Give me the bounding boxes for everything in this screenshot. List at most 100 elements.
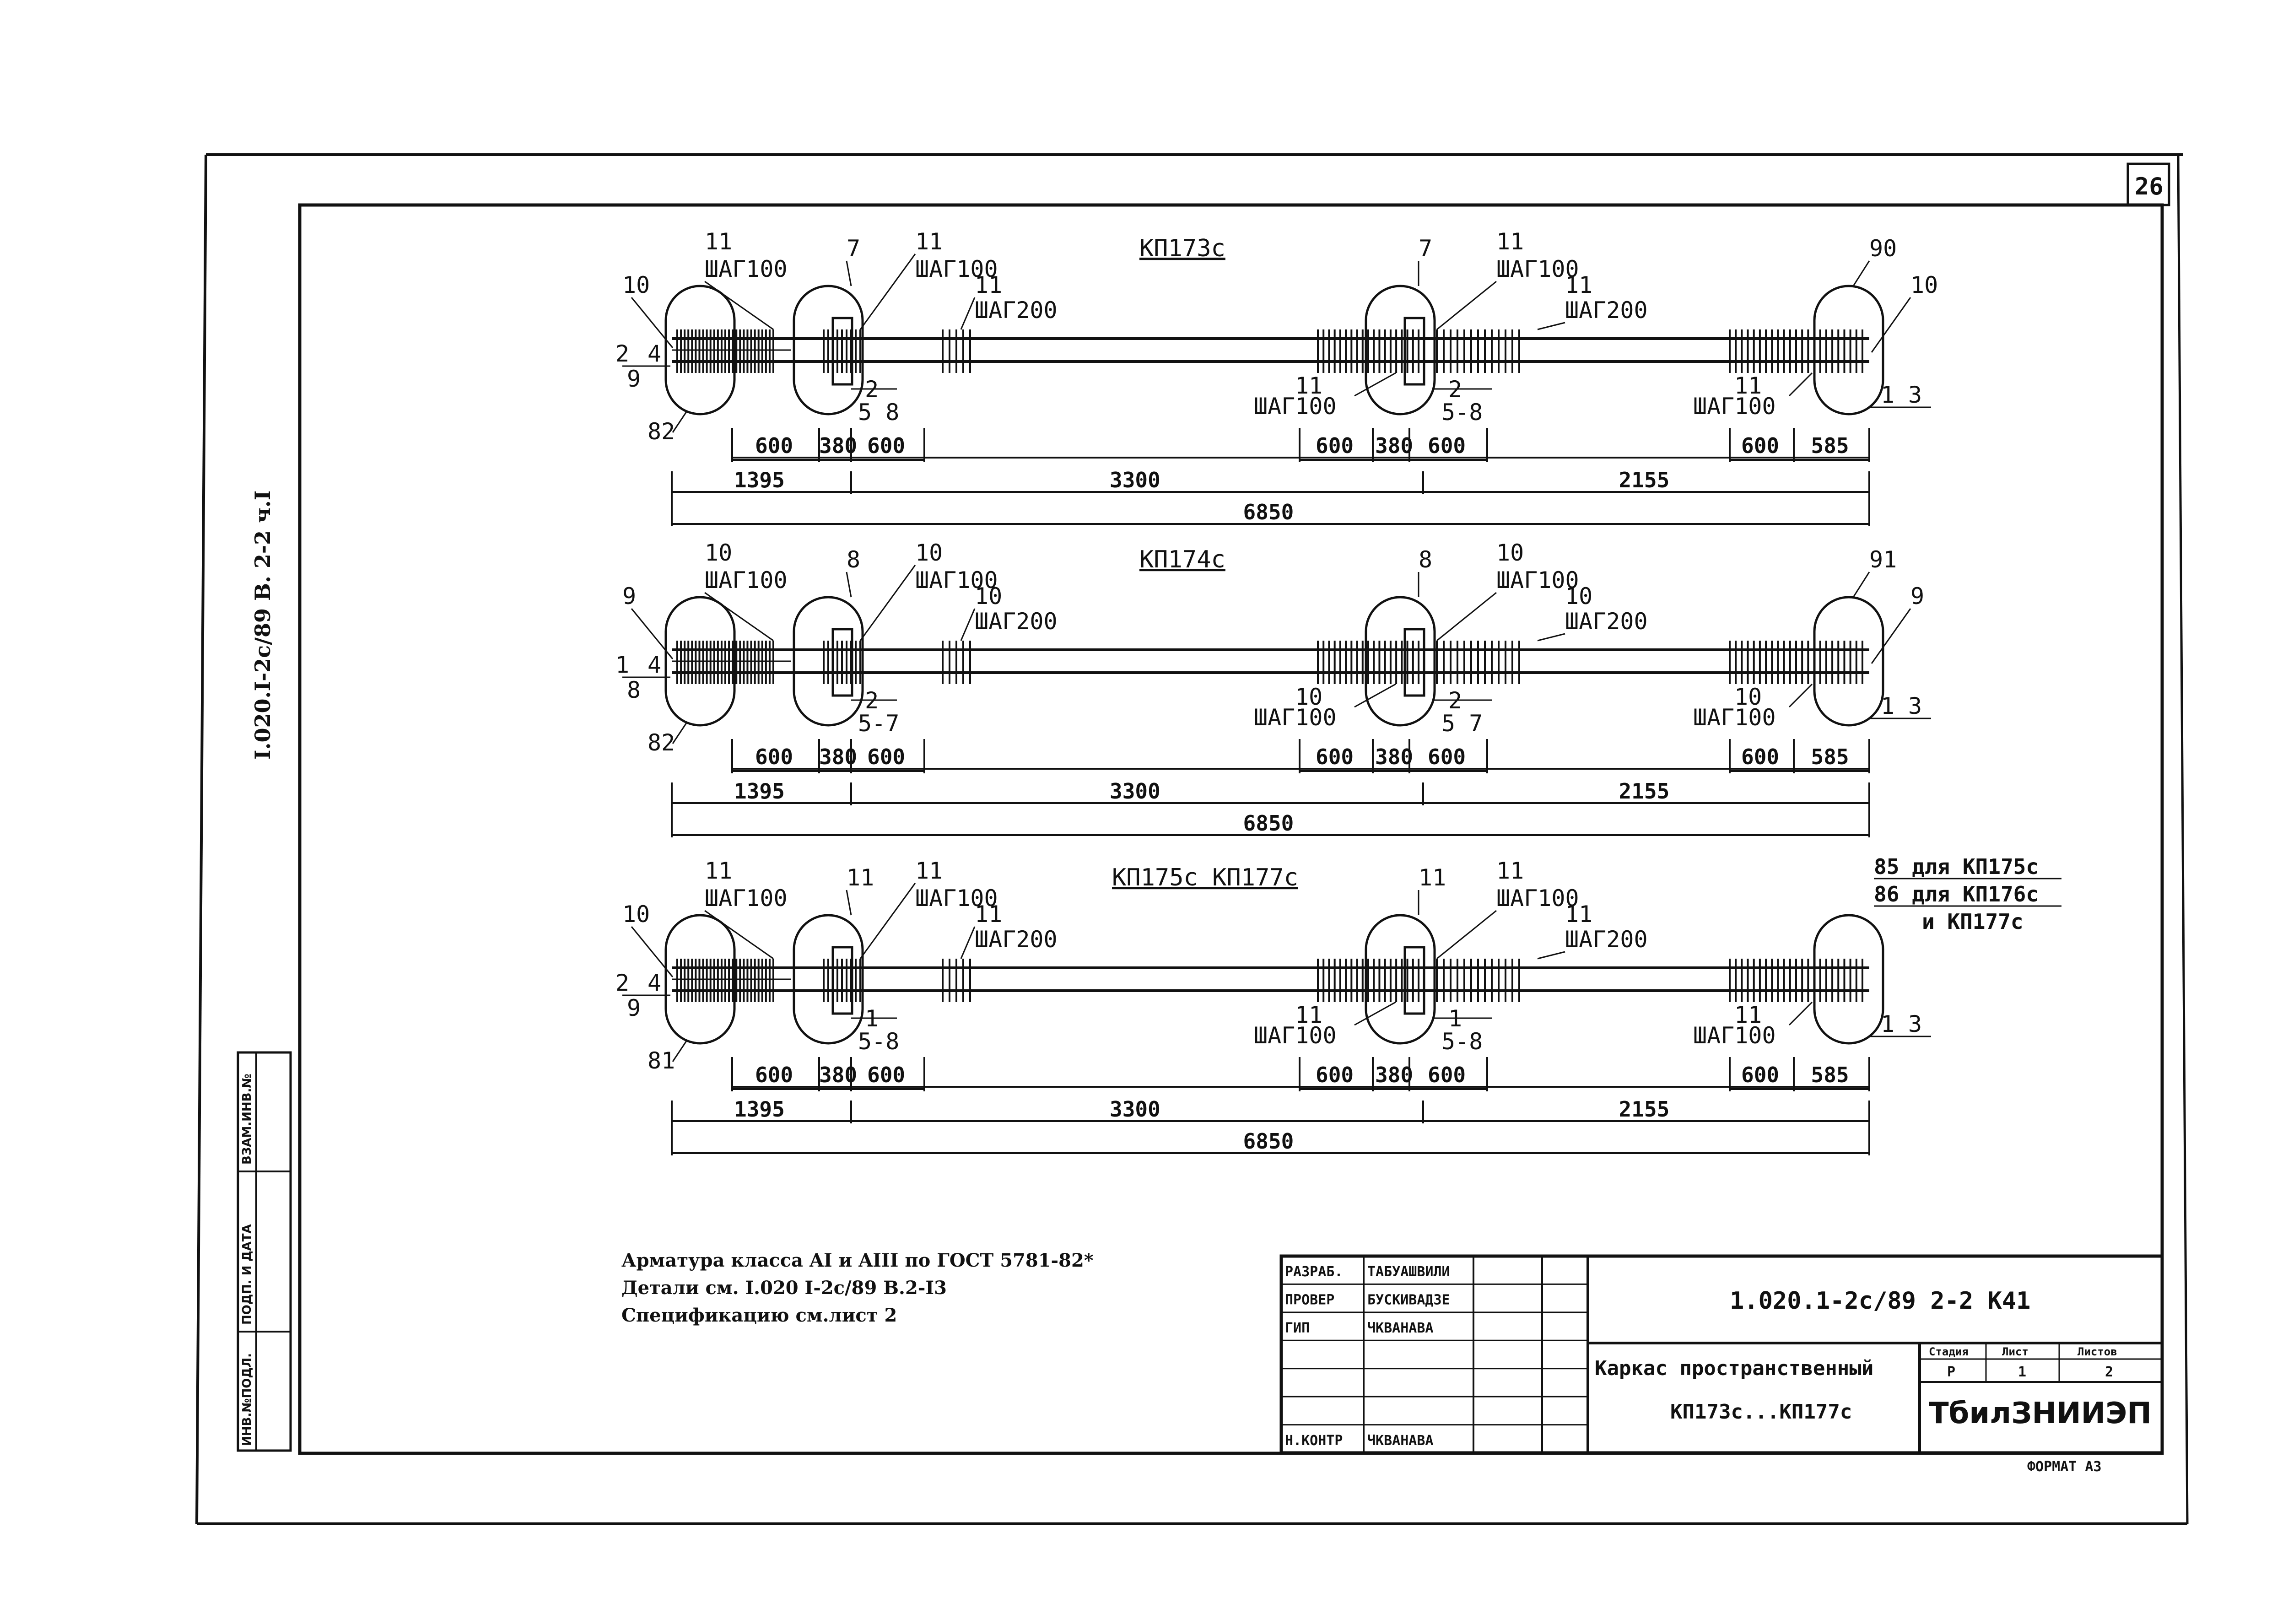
leader-line	[704, 910, 774, 960]
step-label: ШАГ100	[705, 885, 788, 912]
step-label: ШАГ200	[975, 608, 1058, 635]
position-number: 5-8	[1441, 399, 1483, 426]
dimension-value: 600	[755, 433, 793, 458]
detail-callout-oval	[1813, 596, 1884, 727]
strip-label-inventory: ИНВ.№ПОДЛ.	[240, 1353, 254, 1446]
leader-line	[1788, 683, 1813, 708]
position-number: 10	[1734, 684, 1762, 710]
position-number: 11	[1419, 864, 1446, 891]
position-number: 4	[648, 970, 661, 996]
embedded-plate	[831, 628, 853, 697]
position-number: 1	[615, 652, 629, 678]
leader-line	[704, 281, 774, 330]
dimension-value: 600	[867, 1063, 905, 1087]
strip-label-signature: ПОДП. И ДАТА	[240, 1224, 254, 1325]
leader-line	[1354, 683, 1396, 708]
position-number: 8	[627, 677, 641, 703]
position-number: 9	[627, 366, 641, 392]
dimension-value: 1395	[734, 779, 785, 804]
left-stamp-strip: ИНВ.№ПОДЛ. ПОДП. И ДАТА ВЗАМ.ИНВ.№	[237, 1051, 292, 1452]
leader-line	[1852, 260, 1870, 286]
dimension-value: 3300	[1110, 468, 1160, 492]
position-number: 4	[648, 652, 661, 678]
leader-line	[859, 565, 916, 641]
stage-label: Стадия	[1929, 1345, 1969, 1358]
position-number: 11	[1565, 901, 1592, 928]
leader-line	[672, 1041, 687, 1062]
dimension-value: 380	[1375, 745, 1413, 769]
dimension-value: 600	[755, 1063, 793, 1087]
position-number: 7	[847, 235, 860, 262]
dimension-value: 600	[1428, 745, 1466, 769]
leader-line	[1537, 322, 1565, 330]
dimension-value: 600	[1428, 1063, 1466, 1087]
dimension-value: 2155	[1619, 779, 1670, 804]
dimension-value: 585	[1811, 745, 1849, 769]
dimension-value: 380	[1375, 433, 1413, 458]
step-label: ШАГ100	[1496, 567, 1579, 593]
position-number: 3	[1908, 693, 1922, 719]
frame-title: КП173с	[1139, 235, 1225, 262]
position-number: 11	[705, 858, 732, 884]
position-number: 10	[975, 583, 1002, 610]
strip-label-replaced: ВЗАМ.ИНВ.№	[240, 1074, 254, 1165]
detail-callout-oval	[1365, 914, 1436, 1045]
position-number: 10	[622, 901, 650, 928]
leader-line	[1354, 1001, 1396, 1026]
title-block-role: Н.КОНТР	[1285, 1433, 1343, 1449]
leader-line	[1852, 572, 1870, 598]
leader-line	[672, 723, 687, 744]
leader-line	[1788, 1001, 1813, 1026]
leader-line	[1436, 592, 1497, 642]
side-document-code: I.020.I-2c/89 B. 2-2 ч.I	[250, 491, 275, 760]
title-block-role: ПРОВЕР	[1285, 1292, 1334, 1308]
leader-line	[631, 926, 674, 977]
document-designation: 1.020.1-2c/89 2-2 K41	[1730, 1287, 2030, 1315]
position-number: 10	[1910, 272, 1938, 298]
leader-line	[859, 883, 916, 959]
detail-callout-oval	[1813, 285, 1884, 415]
embedded-plate	[1403, 317, 1425, 386]
position-number: 11	[847, 864, 874, 891]
position-number: 11	[1734, 1002, 1762, 1028]
step-label: ШАГ100	[1693, 1022, 1776, 1049]
dimension-value: 600	[1316, 745, 1354, 769]
embedded-plate	[1403, 946, 1425, 1015]
position-number: 11	[915, 858, 943, 884]
step-label: ШАГ100	[1693, 393, 1776, 420]
leader-line	[1537, 951, 1565, 960]
position-number: 11	[915, 228, 943, 255]
position-number: 10	[1565, 583, 1592, 610]
leader-line	[960, 926, 976, 959]
position-number: 10	[1295, 684, 1322, 710]
note-specification: Спецификацию см.лист 2	[621, 1305, 897, 1326]
step-label: ШАГ200	[1565, 297, 1648, 324]
position-number: 5-8	[1441, 1028, 1483, 1055]
dimension-value: 600	[1741, 433, 1779, 458]
leader-line	[1436, 281, 1497, 330]
step-label: ШАГ100	[915, 567, 998, 593]
position-number: 11	[1295, 372, 1322, 399]
position-number: 91	[1869, 546, 1897, 573]
note-details: Детали см. I.020 I-2c/89 В.2-I3	[621, 1277, 947, 1299]
position-number: 1	[1881, 693, 1894, 719]
leader-line	[846, 890, 852, 916]
position-number: 3	[1908, 382, 1922, 408]
note-reinforcement: Арматура класса AI и AIII по ГОСТ 5781-8…	[621, 1250, 1094, 1271]
position-number: 11	[705, 228, 732, 255]
step-label: ШАГ100	[1693, 704, 1776, 731]
dimension-total: 6850	[1243, 811, 1294, 836]
position-number: 9	[1910, 583, 1924, 610]
sheet-trim	[195, 153, 2189, 1525]
leader-line	[1788, 372, 1813, 397]
leader-line	[1537, 633, 1565, 642]
step-label: ШАГ100	[915, 885, 998, 912]
dimension-total: 6850	[1243, 500, 1294, 524]
leader-line	[672, 411, 687, 433]
position-number: 5-7	[858, 710, 899, 737]
position-number: 11	[1295, 1002, 1322, 1028]
position-number: 5 8	[858, 399, 899, 426]
title-block-name: БУСКИВАДЗЕ	[1367, 1292, 1450, 1308]
